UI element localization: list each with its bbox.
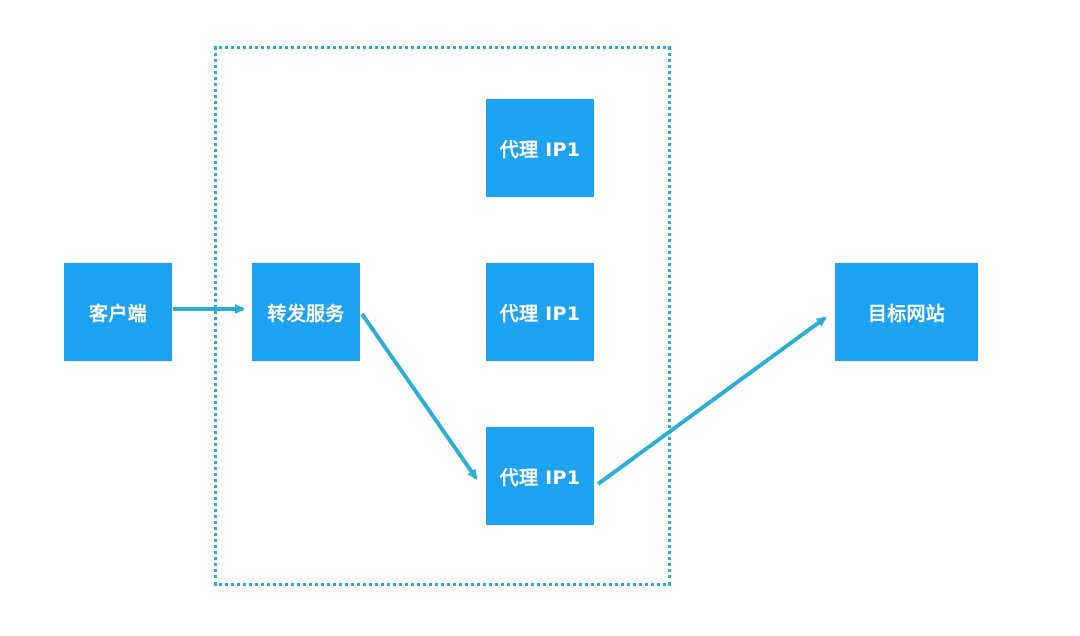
proxy-ip-node-middle: 代理 IP1	[486, 263, 594, 361]
target-website-node: 目标网站	[835, 263, 978, 361]
proxy-ip-node-top: 代理 IP1	[486, 99, 594, 197]
client-node: 客户端	[64, 263, 172, 361]
forward-service-node: 转发服务	[252, 263, 360, 361]
proxy-service-group-boundary	[214, 46, 671, 586]
proxy-ip-node-bottom: 代理 IP1	[486, 427, 594, 525]
